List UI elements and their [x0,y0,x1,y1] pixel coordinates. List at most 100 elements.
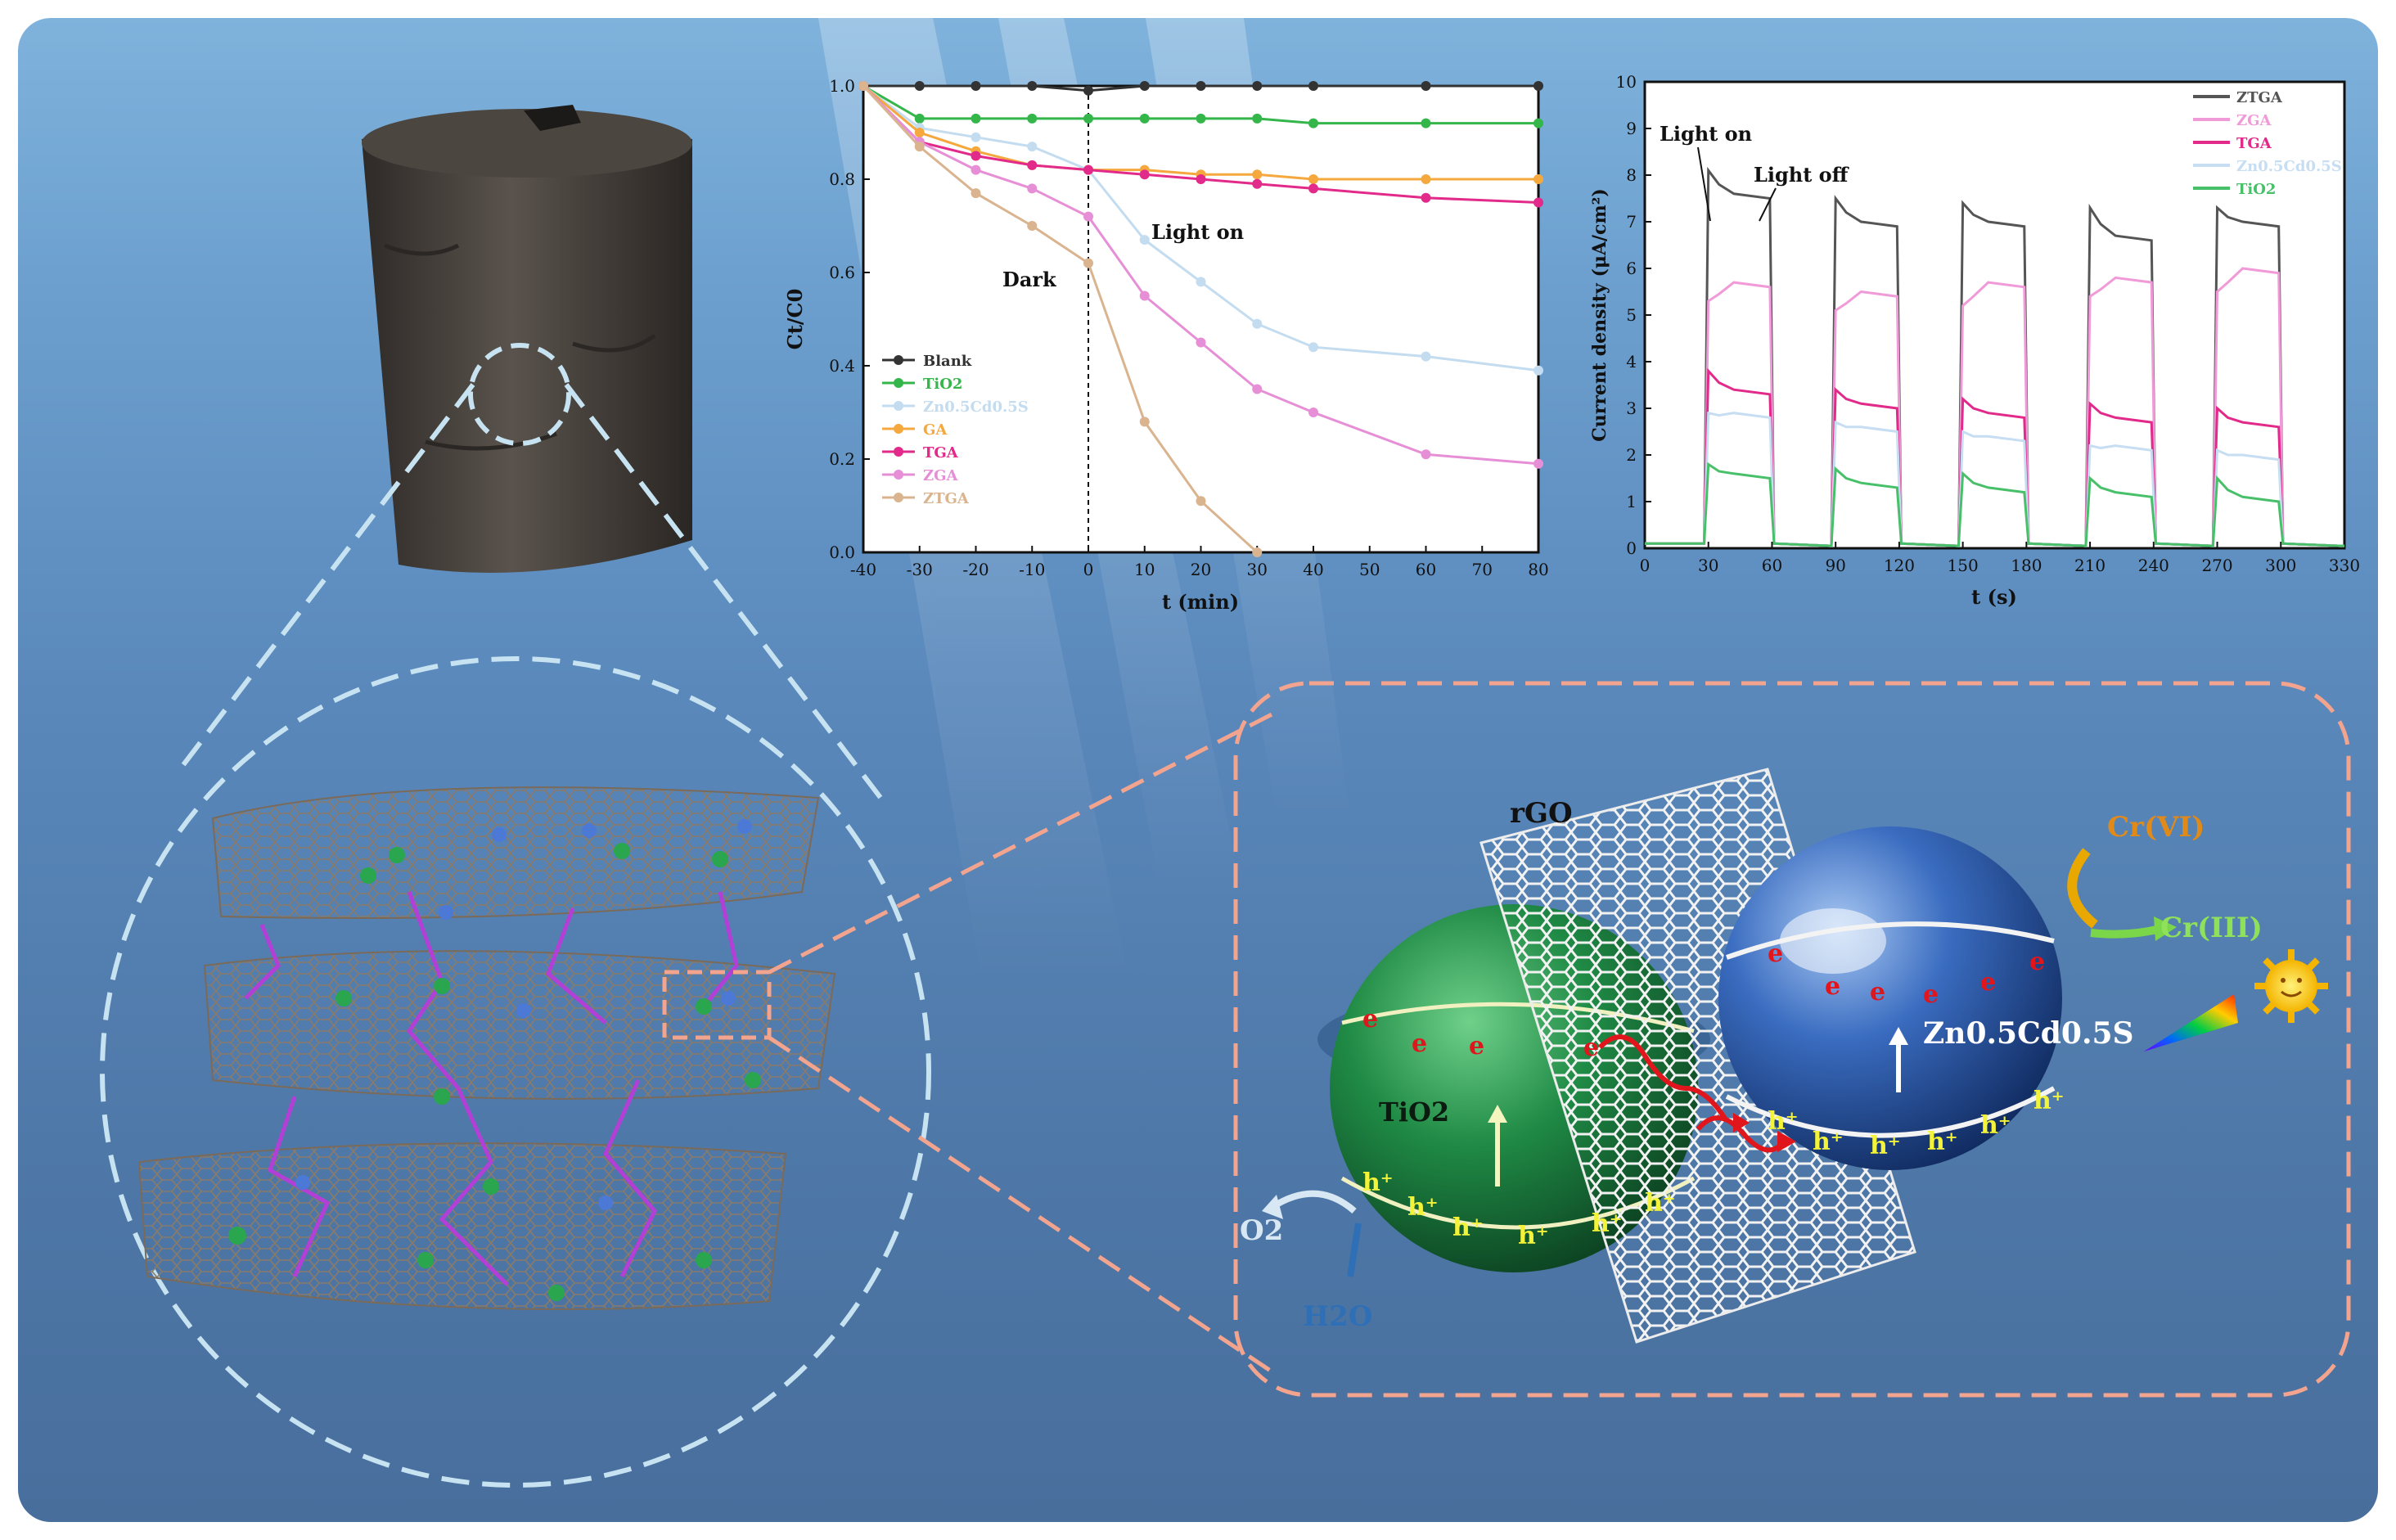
light-on-annotation: Light on [1151,220,1244,244]
legend-label: ZGA [923,467,959,484]
cr3-label: Cr(III) [2160,912,2263,944]
y-tick-label: 0.6 [829,263,855,282]
holes: h⁺h⁺h⁺h⁺h⁺h⁺h⁺h⁺h⁺h⁺h⁺h⁺ [1362,1087,2065,1250]
legend-label: Zn0.5Cd0.5S [2236,158,2342,175]
x-tick-label: -40 [850,560,876,579]
legend-label: ZTGA [923,490,970,507]
data-point [971,81,981,91]
x-tick-label: 70 [1472,560,1493,579]
data-point [1252,384,1263,394]
y-tick-label: 0.0 [829,543,855,562]
photocatalysis-mechanism [1262,768,2328,1344]
x-tick-label: 270 [2201,556,2232,575]
y-axis-label: Ct/C0 [783,289,807,350]
data-point [1139,417,1150,427]
hole-symbol: h⁺ [1645,1189,1676,1218]
plot-frame [862,84,1540,554]
data-point [1196,496,1206,507]
series-tio2 [1645,462,2344,547]
x-tick-label: 60 [1416,560,1436,579]
data-point [1534,81,1543,91]
data-point [1252,178,1263,189]
data-point [1139,290,1150,301]
data-point [1139,81,1150,91]
series-zn05cd05s [1645,411,2344,547]
dark-annotation: Dark [1002,268,1057,291]
data-point [971,164,981,175]
data-point [1308,183,1318,194]
x-tick-label: 150 [1948,556,1979,575]
data-point [1421,449,1431,460]
data-point [1421,192,1431,203]
hole-symbol: h⁺ [1813,1128,1844,1156]
data-point [914,128,925,137]
zoom-circle-large [100,656,931,1488]
x-tick-label: 30 [1698,556,1718,575]
legend-label: ZTGA [2236,89,2283,106]
light-on-annotation: Light on [1660,122,1752,146]
y-tick-label: 7 [1626,212,1637,232]
hole-symbol: h⁺ [1362,1169,1394,1197]
hole-symbol: h⁺ [1592,1209,1623,1238]
mechanism-callout-box [1233,681,2351,1398]
series-blank [858,81,1543,96]
x-axis-label: t (min) [1162,590,1239,614]
series-zga [1645,267,2344,547]
light-off-annotation: Light off [1754,163,1849,187]
data-point [1252,113,1263,124]
y-tick-label: 4 [1626,352,1637,371]
electron-symbol: e [1583,1033,1599,1062]
data-point [914,81,925,91]
legend-label: Zn0.5Cd0.5S [923,399,1029,416]
electron-symbol: e [1469,1032,1484,1060]
zcs-label: Zn0.5Cd0.5S [1923,1016,2134,1051]
electron-symbol: e [1362,1005,1378,1033]
x-tick-label: 120 [1884,556,1915,575]
data-point [1534,365,1543,376]
y-tick-label: 2 [1626,445,1637,465]
data-point [1196,337,1206,348]
x-tick-label: 90 [1825,556,1845,575]
y-tick-label: 3 [1626,399,1637,418]
series-tio2 [858,81,1543,128]
graphene-aerogel-structure [137,786,836,1310]
hole-symbol: h⁺ [2033,1087,2065,1115]
x-tick-label: 180 [2011,556,2042,575]
y-axis-label: Current density (μA/cm²) [1589,188,1610,442]
data-point [1083,211,1093,222]
zoom-lines [178,383,886,804]
data-point [1308,174,1318,184]
data-point [1196,113,1206,124]
data-point [1252,81,1263,91]
data-point [1139,169,1150,180]
data-point [1083,113,1093,124]
legend-label: ZGA [2236,112,2272,129]
hole-symbol: h⁺ [1518,1222,1549,1250]
legend-label: TGA [923,444,959,462]
data-point [1421,351,1431,362]
data-point [1534,174,1543,184]
data-point [971,188,981,199]
x-tick-label: 330 [2329,556,2360,575]
legend-marker [894,378,903,388]
hole-symbol: h⁺ [1768,1107,1799,1136]
series-ztga [858,81,1263,557]
x-tick-label: 20 [1191,560,1211,579]
cr6-label: Cr(VI) [2107,811,2205,844]
y-tick-label: 0 [1626,538,1637,558]
sun-icon [2254,949,2328,1023]
aerogel-sample-photo [362,105,692,573]
data-point [858,81,868,91]
data-point [1139,113,1150,124]
data-point [1196,174,1206,184]
electron-symbol: e [1412,1029,1427,1058]
data-point [1027,81,1038,91]
callout-lines [768,709,1278,1377]
o2-label: O2 [1240,1214,1283,1247]
data-point [1308,408,1318,417]
